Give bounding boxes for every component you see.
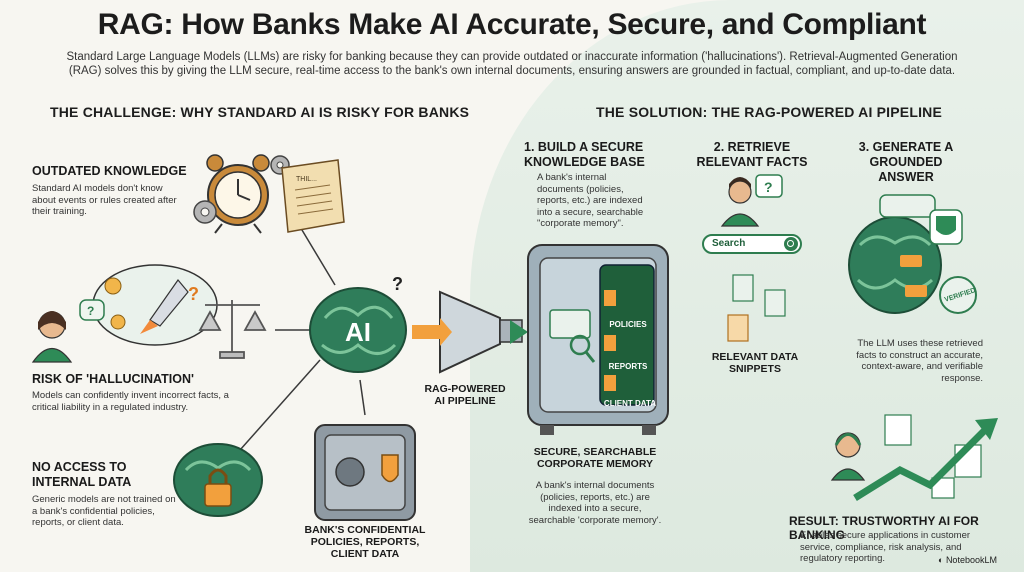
challenge-heading: THE CHALLENGE: WHY STANDARD AI IS RISKY … <box>50 104 470 120</box>
confidential-vault-label: BANK'S CONFIDENTIAL POLICIES, REPORTS, C… <box>304 524 426 560</box>
result-text: Enables secure applications in customer … <box>800 530 971 564</box>
result-title: RESULT: TRUSTWORTHY AI FOR BANKING <box>789 514 979 542</box>
memory-label: SECURE, SEARCHABLE CORPORATE MEMORY <box>533 446 657 470</box>
ai-brain-icon: ? <box>309 274 407 373</box>
svg-text:?: ? <box>764 179 773 195</box>
secure-vault-icon <box>527 244 669 435</box>
pipeline-label: RAG-POWERED AI PIPELINE <box>424 383 506 407</box>
hallucination-text: Models can confidently invent incorrect … <box>32 390 229 413</box>
vault-doc-label-client-data: CLIENT DATA <box>604 399 656 408</box>
data-snippets-icon <box>727 274 786 342</box>
internal-data-text: Generic models are not trained on a bank… <box>32 494 176 528</box>
svg-text:?: ? <box>392 274 403 294</box>
connector-line-internal-data <box>239 359 321 451</box>
svg-text:?: ? <box>87 304 94 318</box>
grounded-brain-icon <box>848 194 977 314</box>
memory-text: A bank's internal documents (policies, r… <box>528 480 662 526</box>
step-2-title: 2. RETRIEVE RELEVANT FACTS <box>696 140 808 169</box>
locked-brain-icon <box>173 443 263 517</box>
hallucination-title: RISK OF 'HALLUCINATION' <box>32 372 194 386</box>
speech-bubble-icon: ? <box>79 299 105 321</box>
vault-doc-label-policies: POLICIES <box>609 320 647 329</box>
notebooklm-logo-icon: ◐ <box>938 555 946 565</box>
notebooklm-branding: ◐ NotebookLM <box>938 555 997 565</box>
step-1-text: A bank's internal documents (policies, r… <box>537 172 644 229</box>
outdated-knowledge-text: Standard AI models don't know about even… <box>32 183 177 217</box>
scroll-icon <box>281 159 345 233</box>
internal-data-title: NO ACCESS TO INTERNAL DATA <box>32 460 132 489</box>
step-3-title: 3. GENERATE A GROUNDED ANSWER <box>858 140 954 184</box>
snippets-label: RELEVANT DATA SNIPPETS <box>711 351 799 375</box>
gear-icon <box>193 155 290 224</box>
page-title: RAG: How Banks Make AI Accurate, Secure,… <box>97 8 927 41</box>
outdated-knowledge-title: OUTDATED KNOWLEDGE <box>32 164 187 178</box>
thought-bubble-icon: ? <box>92 264 218 346</box>
svg-text:?: ? <box>188 284 199 304</box>
step-1-title: 1. BUILD A SECURE KNOWLEDGE BASE <box>524 140 645 169</box>
researcher-avatar-icon: ? <box>720 174 783 227</box>
balance-scale-icon <box>198 300 267 359</box>
notebooklm-label: NotebookLM <box>945 555 997 565</box>
ai-label: AI <box>345 317 371 347</box>
connector-line-vault <box>359 379 366 416</box>
vault-doc-label-reports: REPORTS <box>609 362 648 371</box>
growth-chart-icon <box>830 414 998 501</box>
funnel-pipeline-icon <box>412 290 528 374</box>
bank-vault-icon <box>314 424 416 521</box>
search-bar[interactable]: Search <box>702 234 802 254</box>
search-icon <box>784 237 798 251</box>
page-subtitle: Standard Large Language Models (LLMs) ar… <box>66 51 958 77</box>
scroll-text: THIL... <box>296 176 317 183</box>
alarm-clock-icon <box>206 154 270 234</box>
person-avatar-icon <box>31 311 73 363</box>
solution-heading: THE SOLUTION: THE RAG-POWERED AI PIPELIN… <box>596 104 943 120</box>
search-label: Search <box>712 238 746 249</box>
step-3-text: The LLM uses these retrieved facts to co… <box>856 338 983 384</box>
